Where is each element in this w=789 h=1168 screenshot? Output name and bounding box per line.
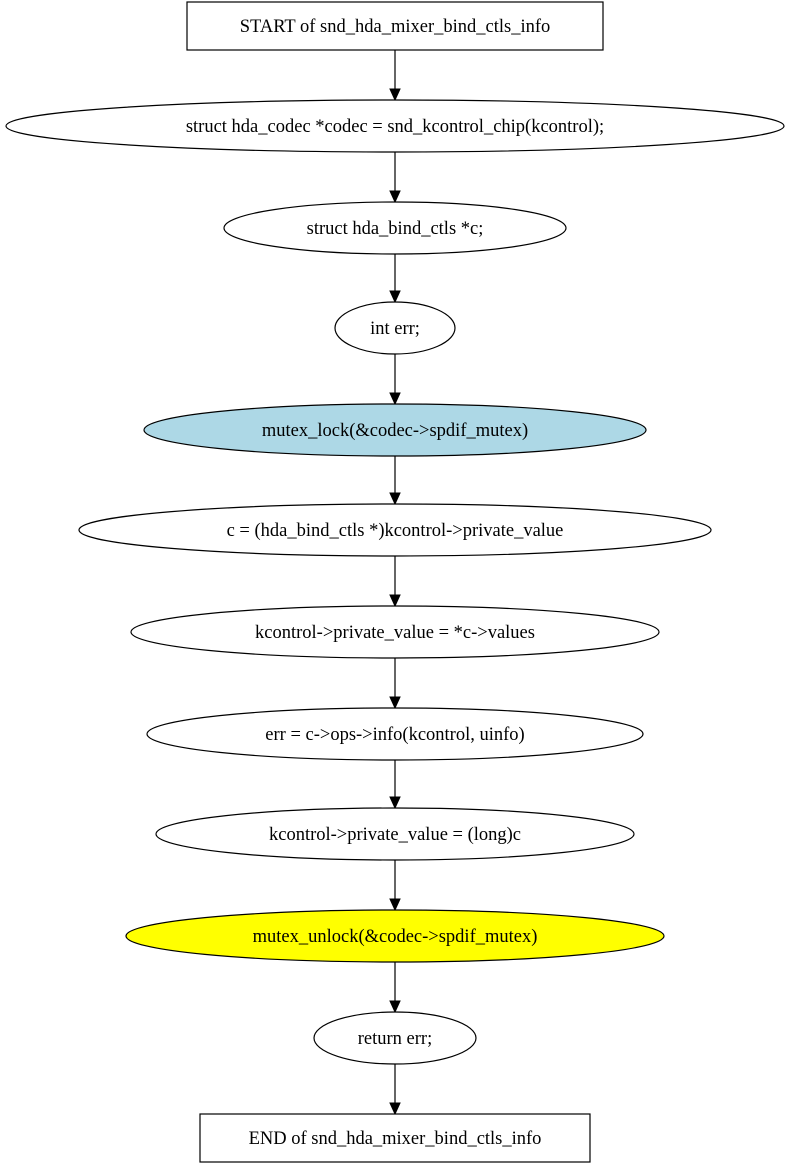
node-ellipse — [155, 807, 635, 861]
edge-codec-decl-to-c-decl — [389, 152, 401, 204]
node-label: return err; — [358, 1029, 432, 1049]
node-label: err = c->ops->info(kcontrol, uinfo) — [265, 725, 524, 745]
node-ellipse — [146, 707, 644, 761]
node-pv-restore: kcontrol->private_value = (long)c — [155, 807, 635, 861]
edge-c-assign-to-pv-values — [389, 556, 401, 608]
node-label: int err; — [370, 319, 420, 339]
node-box — [199, 1113, 591, 1163]
node-box — [186, 1, 604, 51]
node-start: START of snd_hda_mixer_bind_ctls_info — [186, 1, 604, 51]
node-err-info: err = c->ops->info(kcontrol, uinfo) — [146, 707, 644, 761]
nodes-layer: START of snd_hda_mixer_bind_ctls_infostr… — [5, 1, 785, 1163]
arrowhead-icon — [389, 696, 401, 710]
arrowhead-icon — [389, 392, 401, 406]
edge-start-to-codec-decl — [389, 50, 401, 102]
edges-layer — [389, 50, 401, 1116]
node-ellipse — [334, 301, 456, 355]
node-ellipse — [5, 99, 785, 153]
arrowhead-icon — [389, 88, 401, 102]
arrowhead-icon — [389, 290, 401, 304]
node-pv-values: kcontrol->private_value = *c->values — [130, 605, 660, 659]
node-mutex-unlock: mutex_unlock(&codec->spdif_mutex) — [125, 909, 665, 963]
node-return-err: return err; — [313, 1011, 477, 1065]
node-ellipse — [143, 403, 647, 457]
node-ellipse — [223, 201, 567, 255]
edge-c-decl-to-err-decl — [389, 254, 401, 304]
node-label: struct hda_bind_ctls *c; — [307, 219, 484, 239]
node-label: struct hda_codec *codec = snd_kcontrol_c… — [186, 117, 604, 137]
node-ellipse — [313, 1011, 477, 1065]
edge-return-err-to-end — [389, 1064, 401, 1116]
edge-pv-values-to-err-info — [389, 658, 401, 710]
arrowhead-icon — [389, 898, 401, 912]
arrowhead-icon — [389, 492, 401, 506]
arrowhead-icon — [389, 796, 401, 810]
node-c-decl: struct hda_bind_ctls *c; — [223, 201, 567, 255]
arrowhead-icon — [389, 594, 401, 608]
node-err-decl: int err; — [334, 301, 456, 355]
arrowhead-icon — [389, 1000, 401, 1014]
arrowhead-icon — [389, 1102, 401, 1116]
node-ellipse — [130, 605, 660, 659]
node-end: END of snd_hda_mixer_bind_ctls_info — [199, 1113, 591, 1163]
edge-err-info-to-pv-restore — [389, 760, 401, 810]
arrowhead-icon — [389, 190, 401, 204]
node-c-assign: c = (hda_bind_ctls *)kcontrol->private_v… — [78, 503, 712, 557]
node-mutex-lock: mutex_lock(&codec->spdif_mutex) — [143, 403, 647, 457]
edge-mutex-unlock-to-return-err — [389, 962, 401, 1014]
node-label: kcontrol->private_value = *c->values — [255, 623, 535, 643]
node-codec-decl: struct hda_codec *codec = snd_kcontrol_c… — [5, 99, 785, 153]
node-label: mutex_lock(&codec->spdif_mutex) — [262, 421, 528, 441]
node-label: START of snd_hda_mixer_bind_ctls_info — [240, 17, 551, 37]
node-label: c = (hda_bind_ctls *)kcontrol->private_v… — [227, 521, 564, 541]
node-label: END of snd_hda_mixer_bind_ctls_info — [249, 1129, 542, 1149]
node-label: kcontrol->private_value = (long)c — [269, 825, 521, 845]
node-label: mutex_unlock(&codec->spdif_mutex) — [253, 927, 538, 947]
node-ellipse — [78, 503, 712, 557]
edge-err-decl-to-mutex-lock — [389, 354, 401, 406]
edge-mutex-lock-to-c-assign — [389, 456, 401, 506]
edge-pv-restore-to-mutex-unlock — [389, 860, 401, 912]
node-ellipse — [125, 909, 665, 963]
